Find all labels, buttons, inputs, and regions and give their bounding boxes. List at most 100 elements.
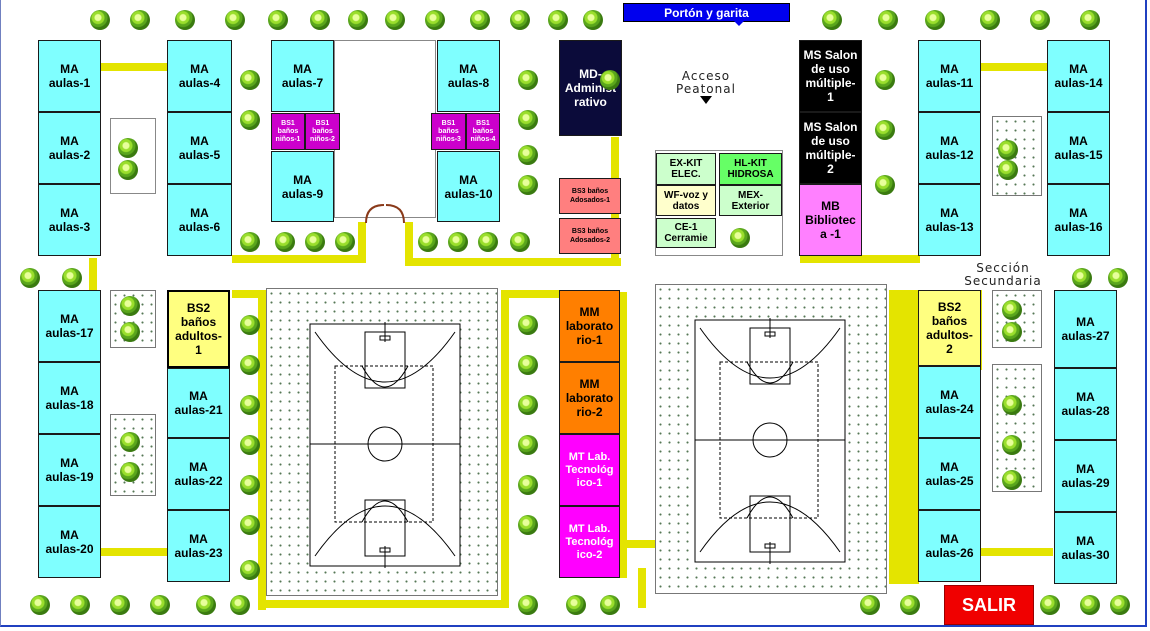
- room-ma-aulas-13[interactable]: MA aulas-13: [918, 184, 981, 256]
- tree-icon: [240, 395, 260, 415]
- room-ma-aulas-7[interactable]: MA aulas-7: [271, 40, 334, 112]
- tree-icon: [566, 595, 586, 615]
- room-ms-salon-multiple-2[interactable]: MS Salon de uso múltiple- 2: [799, 112, 862, 184]
- tree-icon: [90, 10, 110, 30]
- walkway: [501, 290, 509, 608]
- tree-icon: [518, 355, 538, 375]
- walkway: [981, 548, 1053, 556]
- tree-icon: [1002, 322, 1022, 342]
- room-ma-aulas-17[interactable]: MA aulas-17: [38, 290, 101, 362]
- room-ma-aulas-24[interactable]: MA aulas-24: [918, 366, 981, 438]
- room-bs1-banos-ninos-3[interactable]: BS1 baños niños-3: [431, 113, 466, 150]
- tree-icon: [518, 175, 538, 195]
- tree-icon: [875, 120, 895, 140]
- room-bs2-banos-adultos-1[interactable]: BS2 baños adultos- 1: [167, 290, 230, 368]
- tree-icon: [20, 268, 40, 288]
- tree-icon: [900, 595, 920, 615]
- room-bs1-banos-ninos-1[interactable]: BS1 baños niños-1: [271, 113, 305, 150]
- room-ma-aulas-1[interactable]: MA aulas-1: [38, 40, 101, 112]
- tree-icon: [120, 462, 140, 482]
- tree-icon: [268, 10, 288, 30]
- tree-icon: [240, 70, 260, 90]
- gate-button[interactable]: Portón y garita: [623, 3, 790, 22]
- room-mm-laboratorio-2[interactable]: MM laborato rio-2: [559, 362, 620, 434]
- room-ma-aulas-27[interactable]: MA aulas-27: [1054, 290, 1117, 368]
- tree-icon: [118, 160, 138, 180]
- tree-icon: [600, 595, 620, 615]
- room-ma-aulas-26[interactable]: MA aulas-26: [918, 510, 981, 582]
- room-ma-aulas-29[interactable]: MA aulas-29: [1054, 440, 1117, 512]
- room-ma-aulas-25[interactable]: MA aulas-25: [918, 438, 981, 510]
- tree-icon: [875, 70, 895, 90]
- room-ma-aulas-8[interactable]: MA aulas-8: [437, 40, 500, 112]
- walkway: [619, 540, 655, 548]
- tree-icon: [518, 110, 538, 130]
- room-ma-aulas-10[interactable]: MA aulas-10: [437, 151, 500, 222]
- room-wf-voz-y-datos[interactable]: WF-voz y datos: [656, 185, 716, 216]
- room-bs3-banos-adosados-1[interactable]: BS3 baños Adosados-1: [559, 178, 621, 214]
- tree-icon: [62, 268, 82, 288]
- tree-icon: [548, 10, 568, 30]
- room-ma-aulas-11[interactable]: MA aulas-11: [918, 40, 981, 112]
- tree-icon: [348, 10, 368, 30]
- room-ma-aulas-18[interactable]: MA aulas-18: [38, 362, 101, 434]
- chevron-down-icon: [734, 21, 744, 26]
- room-ex-kit-elec[interactable]: EX-KIT ELEC.: [656, 153, 716, 185]
- room-ma-aulas-6[interactable]: MA aulas-6: [167, 184, 232, 256]
- exit-button[interactable]: SALIR: [944, 585, 1034, 625]
- room-bs2-banos-adultos-2[interactable]: BS2 baños adultos- 2: [918, 290, 981, 366]
- room-mm-laboratorio-1[interactable]: MM laborato rio-1: [559, 290, 620, 362]
- room-ma-aulas-12[interactable]: MA aulas-12: [918, 112, 981, 184]
- room-mex-exterior[interactable]: MEX- Exterior: [719, 185, 782, 216]
- room-ce-1-cerramie[interactable]: CE-1 Cerramie: [656, 218, 716, 248]
- tree-icon: [425, 10, 445, 30]
- tree-icon: [518, 435, 538, 455]
- room-mt-lab-tecnologico-1[interactable]: MT Lab. Tecnológ ico-1: [559, 434, 620, 506]
- room-ma-aulas-28[interactable]: MA aulas-28: [1054, 368, 1117, 440]
- room-ma-aulas-20[interactable]: MA aulas-20: [38, 506, 101, 578]
- room-ma-aulas-22[interactable]: MA aulas-22: [167, 438, 230, 510]
- tree-icon: [860, 595, 880, 615]
- room-ma-aulas-30[interactable]: MA aulas-30: [1054, 512, 1117, 584]
- room-hl-kit-hidrosa[interactable]: HL-KIT HIDROSA: [719, 153, 782, 185]
- tree-icon: [240, 315, 260, 335]
- walkway: [232, 255, 366, 263]
- room-ma-aulas-5[interactable]: MA aulas-5: [167, 112, 232, 184]
- tree-icon: [518, 315, 538, 335]
- tree-icon: [275, 232, 295, 252]
- room-ma-aulas-3[interactable]: MA aulas-3: [38, 184, 101, 256]
- room-ma-aulas-16[interactable]: MA aulas-16: [1047, 184, 1110, 256]
- secondary-section-label: Sección Secundaria: [964, 261, 1042, 288]
- tree-icon: [1110, 595, 1130, 615]
- room-bs1-banos-ninos-2[interactable]: BS1 baños niños-2: [305, 113, 340, 150]
- room-bs3-banos-adosados-2[interactable]: BS3 baños Adosados-2: [559, 218, 621, 254]
- room-ma-aulas-4[interactable]: MA aulas-4: [167, 40, 232, 112]
- room-ma-aulas-2[interactable]: MA aulas-2: [38, 112, 101, 184]
- tree-icon: [448, 232, 468, 252]
- room-ma-aulas-14[interactable]: MA aulas-14: [1047, 40, 1110, 112]
- room-ma-aulas-15[interactable]: MA aulas-15: [1047, 112, 1110, 184]
- tree-icon: [998, 160, 1018, 180]
- room-ma-aulas-19[interactable]: MA aulas-19: [38, 434, 101, 506]
- entrance-doors: [365, 204, 405, 223]
- room-mt-lab-tecnologico-2[interactable]: MT Lab. Tecnológ ico-2: [559, 506, 620, 578]
- room-ma-aulas-21[interactable]: MA aulas-21: [167, 368, 230, 438]
- room-mb-biblioteca-1[interactable]: MB Bibliotec a -1: [799, 184, 862, 256]
- room-bs1-banos-ninos-4[interactable]: BS1 baños niños-4: [466, 113, 500, 150]
- room-ms-salon-multiple-1[interactable]: MS Salon de uso múltiple- 1: [799, 40, 862, 112]
- tree-icon: [518, 145, 538, 165]
- tree-icon: [120, 296, 140, 316]
- tree-icon: [1072, 268, 1092, 288]
- tree-icon: [1030, 10, 1050, 30]
- tree-icon: [310, 10, 330, 30]
- basketball-court-right: [694, 318, 846, 564]
- room-ma-aulas-9[interactable]: MA aulas-9: [271, 151, 334, 222]
- room-ma-aulas-23[interactable]: MA aulas-23: [167, 510, 230, 582]
- tree-icon: [822, 10, 842, 30]
- walkway: [101, 548, 167, 556]
- tree-icon: [518, 475, 538, 495]
- tree-icon: [240, 435, 260, 455]
- tree-icon: [110, 595, 130, 615]
- tree-icon: [925, 10, 945, 30]
